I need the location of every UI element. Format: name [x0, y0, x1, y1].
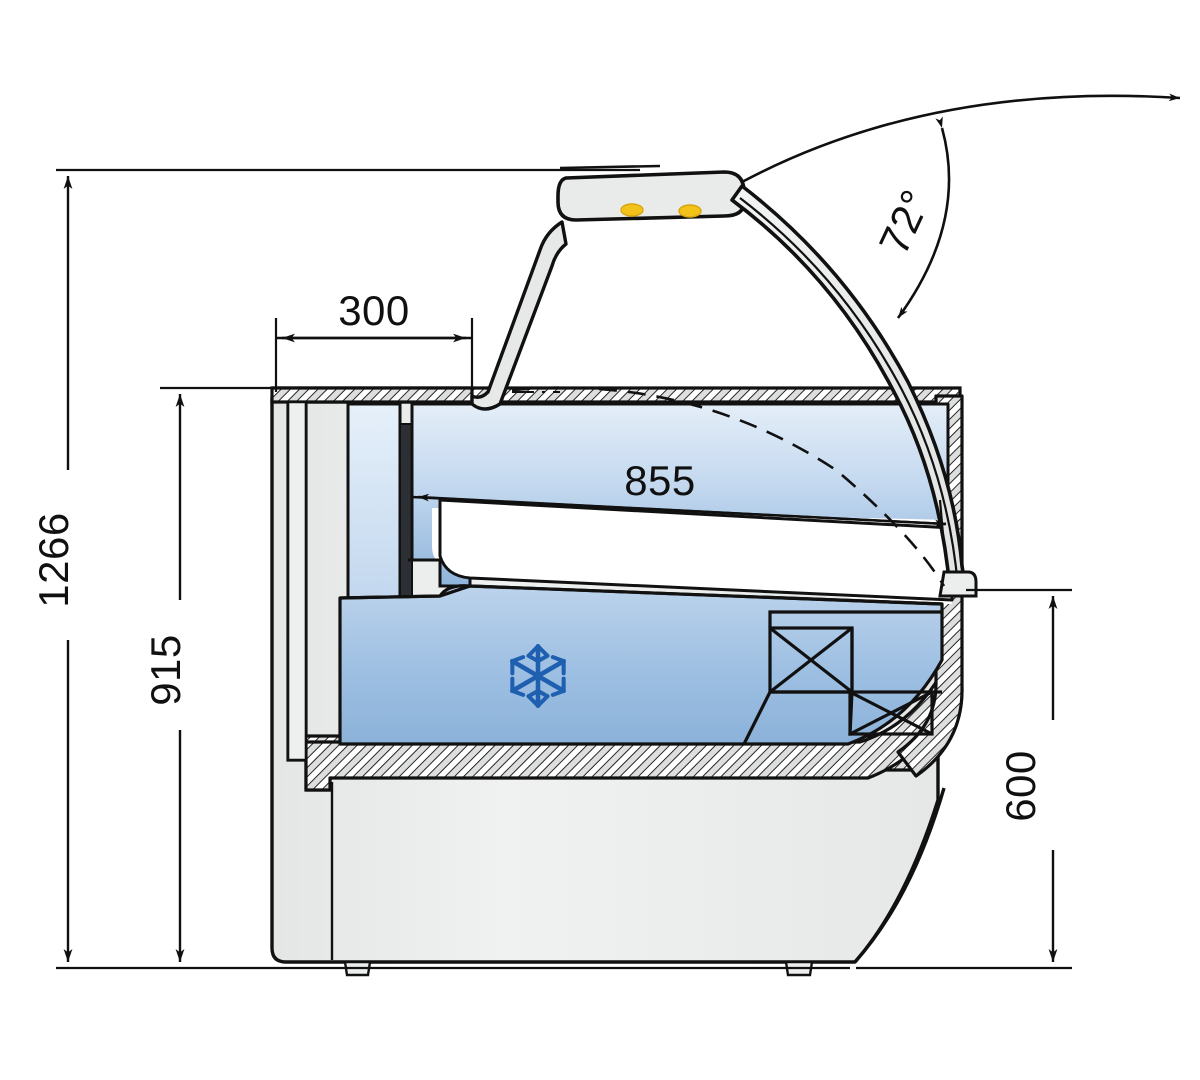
led-light-left: [620, 203, 644, 217]
glass-open-dashed-arc: [511, 386, 946, 587]
ext-tick-855-right: [938, 499, 946, 547]
dimension-top-depth: 300: [274, 287, 474, 392]
pan-left-notch: [408, 558, 470, 588]
well-top-edge: [339, 584, 943, 606]
inner-left-liner: [286, 400, 308, 762]
fan-duct-lower-edge: [848, 691, 854, 736]
glass-bottom-seat: [938, 570, 978, 598]
dimension-display-width: 855: [411, 457, 947, 547]
dimension-label-300: 300: [338, 287, 410, 334]
dimension-overall-height: 1266: [30, 168, 850, 970]
glass-inner-line: [739, 197, 960, 587]
dim-arrow-855-left: [417, 493, 947, 526]
snowflake-icon: [510, 644, 566, 708]
display-pan: [438, 498, 954, 602]
refrigerated-well: [338, 584, 944, 746]
dimension-label-855: 855: [624, 457, 696, 504]
angle-reference-arc: [741, 93, 1181, 184]
dimension-base-height: 600: [856, 588, 1072, 970]
led-light-right: [678, 204, 702, 218]
fan-shelf-rail: [768, 610, 942, 628]
canopy-support-arm: [470, 220, 568, 411]
dimension-counter-height: 915: [142, 386, 350, 962]
angle-dim-arc: [896, 116, 951, 319]
fan-duct-diagonal: [742, 691, 772, 745]
insulation-top-band: [270, 386, 474, 404]
display-counter-body: [270, 164, 978, 977]
canopy-light-bar: [556, 170, 746, 222]
dimension-label-1266: 1266: [30, 512, 77, 607]
dimension-label-915: 915: [142, 634, 189, 706]
right-curved-panel-edge: [853, 787, 946, 964]
dimension-label-600: 600: [997, 750, 1044, 822]
canopy-top-edge-line: [559, 164, 661, 170]
